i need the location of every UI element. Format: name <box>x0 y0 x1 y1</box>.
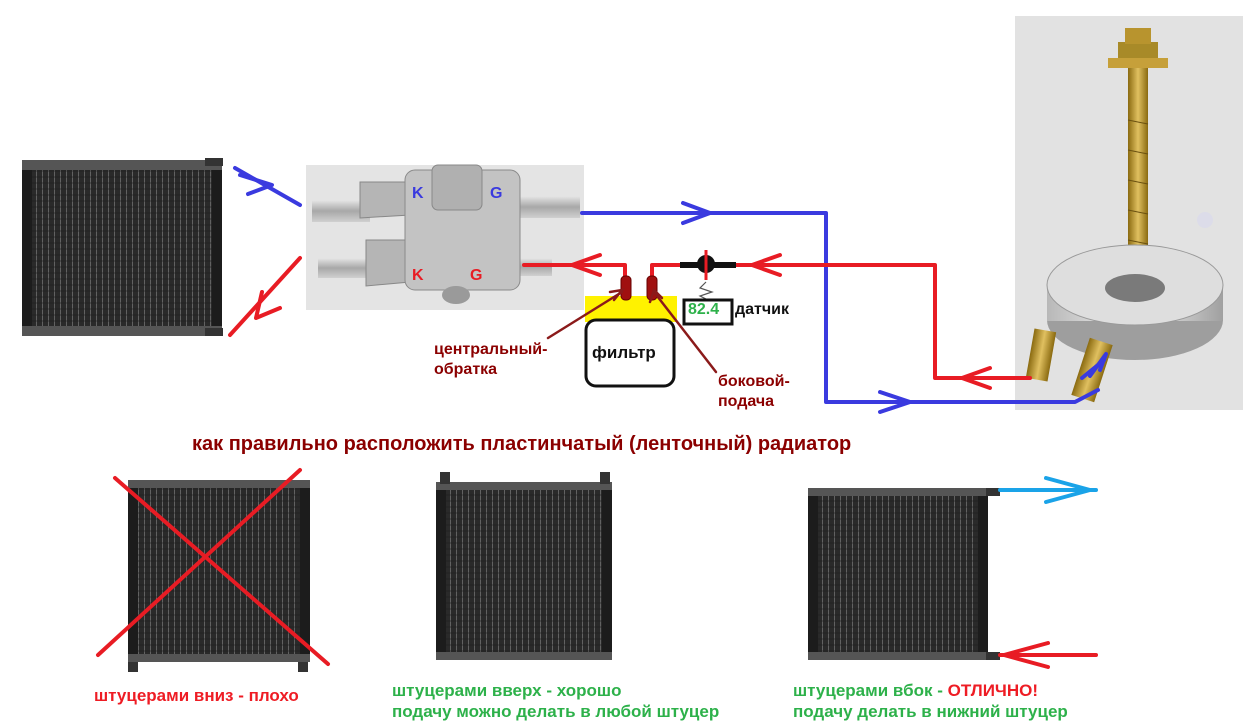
caption-excellent-line1-b: ОТЛИЧНО! <box>947 681 1039 700</box>
red-flow-lines <box>228 253 1032 390</box>
filter-box <box>584 318 676 388</box>
fitting-label-k-bottom: K <box>412 267 424 284</box>
side-label-line1: боковой- <box>718 373 790 390</box>
valve-symbol <box>680 250 736 301</box>
leader-lines <box>546 287 718 374</box>
fitting-label-g-top: G <box>490 185 503 202</box>
sensor-label: датчик <box>735 301 790 318</box>
caption-good-line1: штуцерами вверх - хорошо <box>392 681 622 700</box>
fitting-label-k-top: K <box>412 185 424 202</box>
radiator-bad <box>128 480 310 672</box>
red-arrow-bottom <box>998 641 1098 669</box>
caption-excellent-line1: штуцерами вбок - ОТЛИЧНО! <box>793 682 1038 700</box>
filter-adapter-photo <box>1015 16 1243 410</box>
tee-fitting-photo <box>306 164 584 310</box>
blue-flow-lines <box>233 166 1108 414</box>
side-label-line2: подача <box>718 393 775 410</box>
caption-good-line2: подачу можно делать в любой штуцер <box>392 702 720 721</box>
cross-mark <box>96 468 330 666</box>
radiator-excellent <box>808 488 1000 660</box>
radiator-top-left <box>22 158 223 336</box>
cyan-arrow <box>998 476 1098 504</box>
sensor-value-box <box>682 298 734 326</box>
caption-excellent-line2: подачу делать в нижний штуцер <box>793 702 1068 721</box>
sensor-value: 82.4 <box>688 301 720 318</box>
fitting-label-g-bottom: G <box>470 267 483 284</box>
central-label-line2: обратка <box>434 361 498 378</box>
central-label-line1: центральный- <box>434 341 548 358</box>
radiator-good <box>436 472 612 660</box>
filter-label: фильтр <box>592 343 656 362</box>
yellow-highlight <box>585 296 677 322</box>
caption-bad: штуцерами вниз - плохо <box>94 686 299 705</box>
caption-excellent-line1-a: штуцерами вбок - <box>793 681 948 700</box>
page-title: как правильно расположить пластинчатый (… <box>192 433 852 455</box>
